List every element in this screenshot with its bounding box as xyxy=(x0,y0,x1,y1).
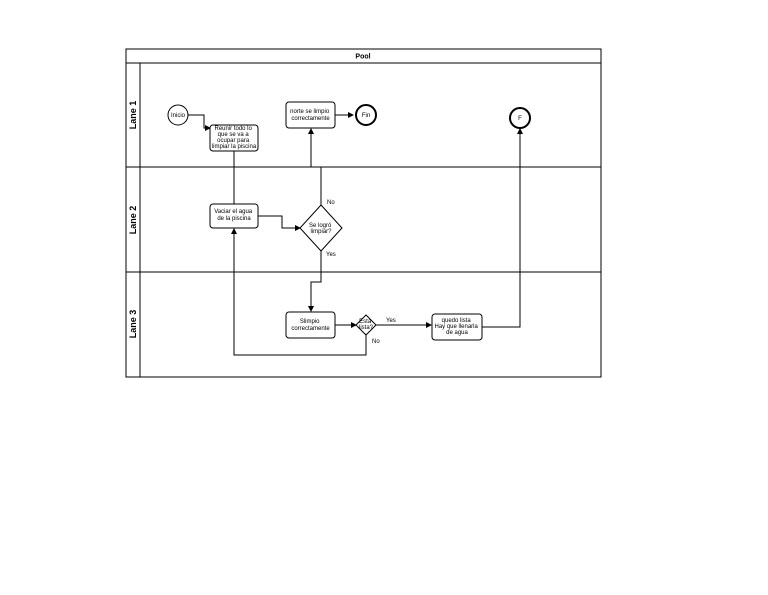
edge-quedolista-f xyxy=(482,128,523,328)
task-norte-label: norte se limpio correctamente xyxy=(290,109,331,122)
gateway-esta-lista-label: Esta lista? xyxy=(359,319,374,331)
task-vaciar[interactable]: Vaciar el agua de la piscina xyxy=(209,203,259,229)
lane-3-label: Lane 3 xyxy=(128,310,138,339)
lane-1: Lane 1 xyxy=(128,101,138,130)
end-event-fin-label: Fin xyxy=(362,113,370,119)
pool-title: Pool xyxy=(355,54,370,61)
lane-2-label: Lane 2 xyxy=(128,206,138,235)
task-quedo-lista[interactable]: quedo lista Hay que llenarla de agua xyxy=(431,313,483,341)
lane-2: Lane 2 xyxy=(128,206,138,235)
task-slimpio-label: Slimpio correctamente xyxy=(291,319,330,332)
edge-estalista-vaciar xyxy=(231,228,367,356)
edge-inicio-reunir xyxy=(188,114,211,131)
end-event-f[interactable]: F xyxy=(509,107,531,129)
edge-selogro-norte xyxy=(308,128,322,205)
task-slimpio[interactable]: Slimpio correctamente xyxy=(285,311,336,339)
task-vaciar-label: Vaciar el agua de la piscina xyxy=(214,209,254,222)
lane-1-label: Lane 1 xyxy=(128,101,138,130)
gateway-se-logro[interactable]: Se logró limpiar? xyxy=(299,204,343,252)
task-reunir[interactable]: Reunir todo lo que se va a ocupar para l… xyxy=(209,124,259,152)
connectors xyxy=(188,112,523,356)
gateway-esta-lista[interactable]: Esta lista? xyxy=(355,314,377,336)
gateway-se-logro-label: Se logró limpiar? xyxy=(309,223,333,235)
task-norte[interactable]: norte se limpio correctamente xyxy=(285,101,336,129)
edge-selogro-slimpio xyxy=(308,251,322,312)
edge-label-no-2: No xyxy=(372,339,380,345)
edge-label-yes-1: Yes xyxy=(326,252,336,258)
task-quedo-lista-label: quedo lista Hay que llenarla de agua xyxy=(434,318,479,336)
edge-label-no-1: No xyxy=(327,200,335,206)
lane-3: Lane 3 xyxy=(128,310,138,339)
edge-vaciar-selogro xyxy=(258,215,301,231)
edge-label-yes-2: Yes xyxy=(386,318,396,324)
start-event-inicio-label: Inicio xyxy=(171,113,186,119)
task-reunir-label: Reunir todo lo que se va a ocupar para l… xyxy=(212,126,257,150)
start-event-inicio[interactable]: Inicio xyxy=(167,104,189,126)
end-event-f-label: F xyxy=(518,116,522,122)
end-event-fin[interactable]: Fin xyxy=(355,104,377,126)
